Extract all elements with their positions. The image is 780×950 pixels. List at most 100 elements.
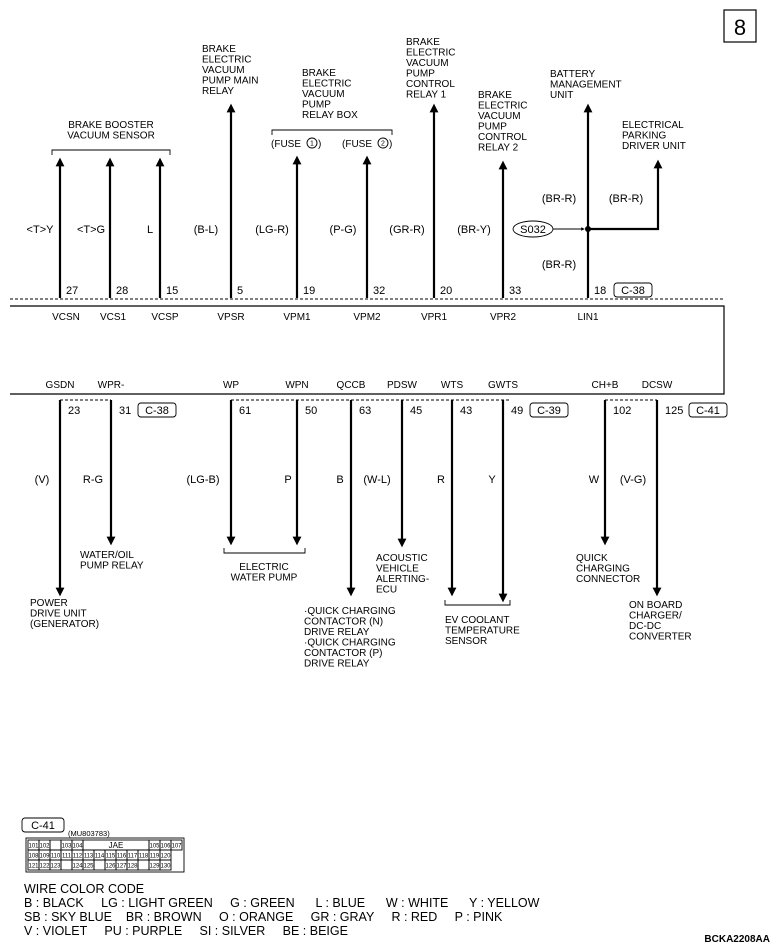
- sig-top-7: VPR1: [421, 312, 448, 323]
- bot-connector-box-2: [529, 402, 569, 418]
- label-line: CONVERTER: [629, 632, 692, 643]
- label-line: DRIVE RELAY: [304, 627, 370, 638]
- svg-text:(FUSE: (FUSE: [271, 139, 301, 150]
- connector-pin-number: 104: [72, 844, 83, 850]
- wc-lin1-right: (BR-R): [609, 193, 643, 205]
- label-line: QUICK: [576, 553, 608, 564]
- connector-face-id-box: [21, 817, 65, 833]
- pin-bot-10: 125: [665, 405, 683, 417]
- label-line: CONTACTOR (N): [304, 617, 383, 628]
- label-line: CONTROL: [478, 132, 527, 143]
- label-line: ELECTRIC: [239, 562, 288, 573]
- sig-bot-8: GWTS: [488, 380, 518, 391]
- coolant-bracket: [444, 600, 511, 606]
- label-line: DRIVE UNIT: [30, 609, 87, 620]
- svg-text:2: 2: [381, 141, 385, 148]
- connector-pin-number: 113: [84, 854, 94, 860]
- svg-text:(FUSE: (FUSE: [342, 139, 372, 150]
- wc-bot-3: (LG-B): [187, 474, 220, 486]
- wire-color-code-line-1: B : BLACK LG : LIGHT GREEN G : GREEN L :…: [24, 896, 540, 910]
- label-line: ALERTING-: [376, 574, 429, 585]
- label-line: CHARGING: [576, 564, 630, 575]
- sig-top-9: LIN1: [577, 312, 599, 323]
- wc-vcs1: <T>G: [77, 224, 105, 236]
- connector-pin-number: 109: [39, 854, 50, 860]
- splice-junction: [585, 226, 591, 232]
- sig-top-6: VPM2: [353, 312, 381, 323]
- connector-pin-number: 108: [28, 854, 39, 860]
- label-line: ELECTRIC: [478, 101, 527, 112]
- top-connector-box: [613, 282, 653, 298]
- wc-lin1-left: (BR-R): [542, 193, 576, 205]
- wc-bot-2: R-G: [83, 474, 103, 486]
- connector-pin-number: 130: [160, 864, 171, 870]
- label-line: VACUUM: [406, 58, 449, 69]
- wc-lin1-below: (BR-R): [542, 259, 576, 271]
- sig-top-1: VCSN: [52, 312, 80, 323]
- label-line: PARKING: [622, 131, 666, 142]
- connector-pin-number: 128: [127, 864, 138, 870]
- connector-pin-number: 121: [28, 864, 39, 870]
- sig-bot-7: WTS: [441, 380, 464, 391]
- wc-bot-6: (W-L): [363, 474, 390, 486]
- label-line: BRAKE: [202, 44, 236, 55]
- wc-bot-8: Y: [488, 474, 496, 486]
- label-line: WATER PUMP: [231, 573, 298, 584]
- label-line: CONTROL: [406, 79, 455, 90]
- pin-bot-7: 43: [460, 405, 472, 417]
- wc-bot-4: P: [284, 474, 291, 486]
- label-line: BRAKE: [406, 37, 440, 48]
- bot-connector-label-3: C-41: [696, 405, 720, 417]
- connector-pin-number: 125: [83, 864, 94, 870]
- label-line: ELECTRIC: [202, 55, 251, 66]
- wc-vcsn: <T>Y: [27, 224, 55, 236]
- connector-pin-cell: [137, 859, 150, 871]
- label-line: PUMP: [302, 100, 331, 111]
- connector-pin-cell: [49, 839, 62, 851]
- sig-bot-3: WP: [223, 380, 239, 391]
- connector-pin-cell: [60, 859, 73, 871]
- connector-pin-number: 102: [39, 844, 50, 850]
- label-line: POWER: [30, 598, 68, 609]
- sig-bot-10: DCSW: [642, 380, 673, 391]
- label-line: MANAGEMENT: [550, 80, 622, 91]
- label-line: PUMP: [406, 69, 435, 80]
- label-line: (GENERATOR): [30, 619, 99, 630]
- sig-top-4: VPSR: [217, 312, 244, 323]
- connector-maker-label: JAE: [109, 841, 124, 850]
- label-line: CHARGER/: [629, 611, 682, 622]
- label-line: BATTERY: [550, 69, 596, 80]
- wire-color-code-line-2: SB : SKY BLUE BR : BROWN O : ORANGE GR :…: [24, 910, 503, 924]
- label-line: VEHICLE: [376, 564, 419, 575]
- bot-connector-label-1: C-38: [145, 405, 169, 417]
- label-line: UNIT: [550, 90, 573, 101]
- page-number-box: [723, 9, 757, 43]
- label-line: SENSOR: [445, 636, 487, 647]
- wc-bot-5: B: [336, 474, 343, 486]
- figure-code: BCKA2208AA: [704, 934, 770, 945]
- relay-box-bracket: [271, 129, 393, 135]
- wc-vpr2: (BR-Y): [457, 224, 491, 236]
- connector-face-outline: [25, 837, 185, 873]
- wc-vpm1: (LG-R): [255, 224, 289, 236]
- sig-bot-9: CH+B: [592, 380, 619, 391]
- pin-top-5: 19: [303, 285, 315, 297]
- label-line: PUMP RELAY: [80, 561, 144, 572]
- splice-label: S032: [520, 224, 546, 236]
- connector-pin-number: 117: [128, 854, 138, 860]
- label-line: WATER/OIL: [80, 550, 134, 561]
- connector-pin-number: 112: [73, 854, 83, 860]
- label-line: ECU: [376, 585, 397, 596]
- pin-bot-6: 45: [410, 405, 422, 417]
- label-line: VACUUM: [302, 89, 345, 100]
- label-line: ELECTRIC: [406, 48, 455, 59]
- pin-top-1: 27: [66, 285, 78, 297]
- wc-bot-7: R: [437, 474, 445, 486]
- pin-bot-2: 31: [119, 405, 131, 417]
- sig-bot-4: WPN: [285, 380, 308, 391]
- connector-pin-number: 115: [106, 854, 116, 860]
- connector-face-part: (MU803783): [68, 829, 110, 838]
- label-line: DRIVE RELAY: [304, 659, 370, 670]
